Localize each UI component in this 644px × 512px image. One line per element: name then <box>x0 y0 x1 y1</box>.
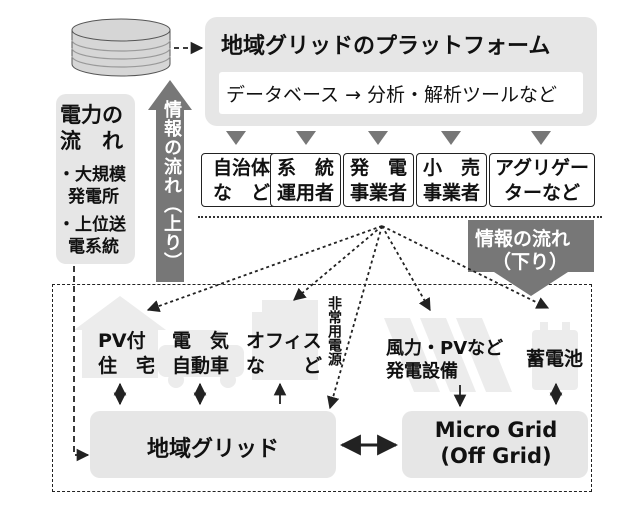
info-flow-down-arrow <box>468 220 594 296</box>
info-flow-down-label-1: 情報の流れ <box>475 228 571 250</box>
wind-pv-label-2: 発電設備 <box>386 361 458 382</box>
pv-house-label-1: PV付 <box>98 330 146 352</box>
power-source-1-line1: ・大規模 <box>58 165 126 185</box>
office-label-2: な ど <box>246 355 323 377</box>
actor-grid-operator: 系 統運用者 <box>270 153 341 207</box>
ev-label-2: 自動車 <box>172 355 230 377</box>
battery-label: 蓄電池 <box>526 348 584 370</box>
power-source-2-line1: ・上位送 <box>58 215 126 235</box>
actor-power-producer: 発 電事業者 <box>343 153 414 207</box>
power-flow-box <box>56 94 135 264</box>
platform-tools-box <box>219 72 583 114</box>
actor-municipality: 自治体な ど <box>201 153 282 207</box>
database-icon <box>71 18 171 77</box>
regional-area <box>52 284 592 492</box>
emergency-power-label: 非常用電源 <box>326 296 342 366</box>
pv-house-label-2: 住 宅 <box>98 355 156 377</box>
actor-retailer: 小 売事業者 <box>416 153 487 207</box>
car-icon <box>158 330 244 388</box>
platform-to-actor-arrows <box>226 131 551 145</box>
battery-icon <box>532 322 578 390</box>
platform-title: 地域グリッドのプラットフォーム <box>221 34 551 59</box>
power-flow-title-2: 流 れ <box>60 129 123 153</box>
info-flow-down-label-2: （下り） <box>492 251 569 273</box>
wind-pv-label-1: 風力・PVなど <box>386 338 504 359</box>
info-flow-up-label: 情報の流れ（上り） <box>161 100 182 271</box>
local-grid-label: 地域グリッド <box>147 437 280 462</box>
micro-grid-label-2: (Off Grid) <box>440 444 552 468</box>
micro-grid-label-1: Micro Grid <box>434 418 558 442</box>
local-grid-box <box>90 411 336 478</box>
micro-grid-box <box>402 411 588 478</box>
actor-aggregator: アグリゲーターなど <box>489 153 595 207</box>
power-source-1-line2: 発電所 <box>68 187 119 207</box>
power-flow-title-1: 電力の <box>60 103 123 127</box>
platform-subtitle: データベース → 分析・解析ツールなど <box>226 84 558 106</box>
ev-label-1: 電 気 <box>172 330 230 352</box>
office-label-1: オフィス <box>246 330 322 352</box>
building-icon <box>252 300 318 380</box>
house-icon <box>74 296 166 378</box>
info-flow-up-arrow <box>148 80 192 282</box>
solar-panel-icon <box>384 318 512 392</box>
actors-divider <box>198 216 602 218</box>
power-source-2-line2: 電系統 <box>68 237 119 257</box>
